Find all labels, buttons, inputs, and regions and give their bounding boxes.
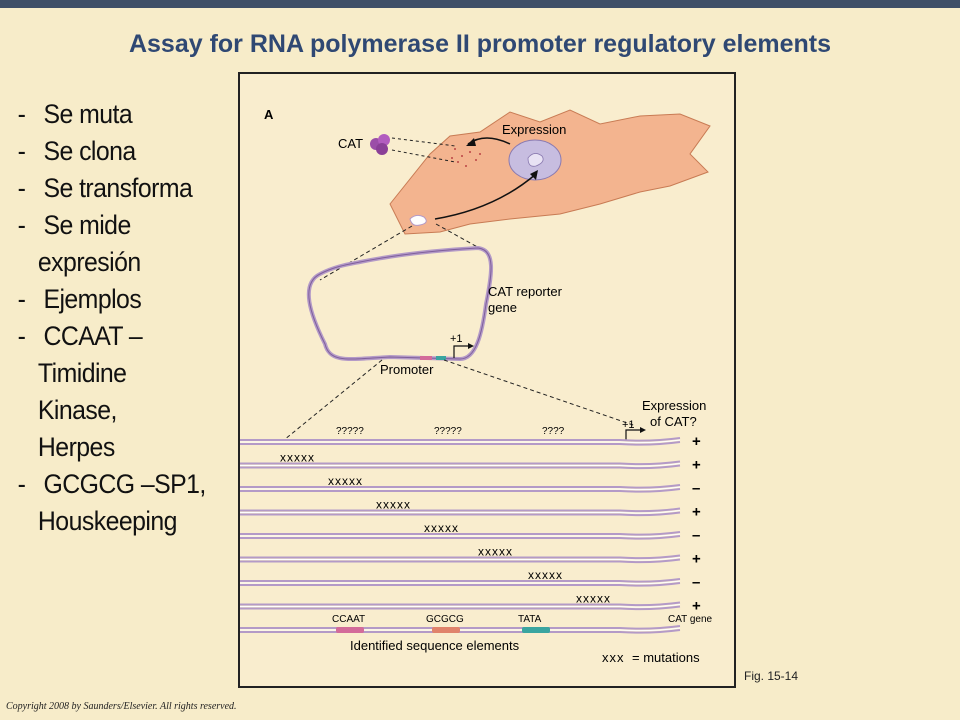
bullet-list: Se mutaSe clonaSe transformaSe mideexpre… — [14, 96, 244, 540]
expression-label: Expression — [502, 122, 566, 137]
mutation-mark: xxxxx — [376, 498, 411, 512]
bullet-item: Kinase, — [37, 395, 118, 425]
dna-row: xxxxx + — [240, 545, 701, 568]
reporter-label-2: gene — [488, 300, 517, 315]
bullet-item: Houskeeping — [37, 506, 177, 536]
bullet-item: Se mide — [14, 207, 226, 244]
legend-marks: xxx — [602, 650, 625, 665]
copyright-notice: Copyright 2008 by Saunders/Elsevier. All… — [6, 701, 237, 712]
bullet-item: CCAAT – — [14, 318, 226, 355]
mutation-mark: xxxxx — [328, 474, 363, 488]
plasmid — [306, 245, 494, 362]
expression-result: + — [692, 598, 701, 615]
mutation-mark: xxxxx — [424, 521, 459, 535]
dna-row: xxxxx + — [240, 451, 701, 474]
dna-row: xxxxx + — [240, 498, 701, 521]
dna-row: xxxxx – — [240, 568, 700, 591]
dna-row: xxxxx + — [240, 592, 701, 615]
expression-result: + — [692, 457, 701, 474]
expression-result: + — [692, 504, 701, 521]
bullet-item: Herpes — [37, 432, 115, 462]
mutation-mark: xxxxx — [528, 568, 563, 582]
expression-result: + — [692, 551, 701, 568]
dna-row: xxxxx – — [240, 521, 700, 544]
dna-row-identified — [240, 625, 681, 634]
figure-panel: A CAT Expression — [238, 72, 736, 688]
unknown-3: ???? — [542, 426, 565, 437]
bullet-item: Se transforma — [14, 170, 226, 207]
element-box-tata — [522, 627, 550, 633]
unknown-1: ????? — [336, 426, 364, 437]
promoter-label: Promoter — [380, 362, 434, 377]
dna-row: xxxxx – — [240, 474, 700, 497]
element-box-gcgcg — [432, 627, 460, 633]
expression-result: – — [692, 480, 700, 497]
top-bar — [0, 0, 960, 8]
bullet-item: Timidine — [37, 358, 127, 388]
bullet-item: GCGCG –SP1, — [14, 466, 226, 503]
expression-dots — [451, 148, 481, 167]
expr-header-2: of CAT? — [650, 414, 697, 429]
cat-gene-label: CAT gene — [668, 614, 713, 625]
expression-result: – — [692, 574, 700, 591]
dna-row: + — [240, 433, 701, 450]
element-gcgcg-label: GCGCG — [426, 614, 464, 625]
identified-label: Identified sequence elements — [350, 638, 520, 653]
rows-plus-one: +1 — [622, 419, 635, 431]
plasmid-plus-one: +1 — [450, 333, 463, 345]
bullet-item: expresión — [37, 247, 141, 277]
expression-result: – — [692, 527, 700, 544]
reporter-label-1: CAT reporter — [488, 284, 563, 299]
figure-reference: Fig. 15-14 — [744, 669, 799, 683]
slide-title: Assay for RNA polymerase II promoter reg… — [128, 30, 832, 58]
element-ccaat-label: CCAAT — [332, 614, 365, 625]
mutation-mark: xxxxx — [280, 451, 315, 465]
unknown-2: ????? — [434, 426, 462, 437]
bullet-item: Se muta — [14, 96, 226, 133]
bullet-item: Ejemplos — [14, 281, 226, 318]
element-tata-label: TATA — [518, 614, 542, 625]
dna-rows: +xxxxx+xxxxx–xxxxx+xxxxx–xxxxx+xxxxx–xxx… — [240, 433, 701, 634]
panel-label: A — [264, 107, 274, 122]
mutation-mark: xxxxx — [478, 545, 513, 559]
mutation-mark: xxxxx — [576, 592, 611, 606]
cat-label: CAT — [338, 136, 363, 151]
expr-header-1: Expression — [642, 398, 706, 413]
expression-result: + — [692, 433, 701, 450]
cat-protein-icon — [370, 134, 390, 155]
bullet-item: Se clona — [14, 133, 226, 170]
assay-diagram: A CAT Expression — [240, 107, 713, 665]
element-box-ccaat — [336, 627, 364, 633]
legend-text: = mutations — [632, 650, 700, 665]
